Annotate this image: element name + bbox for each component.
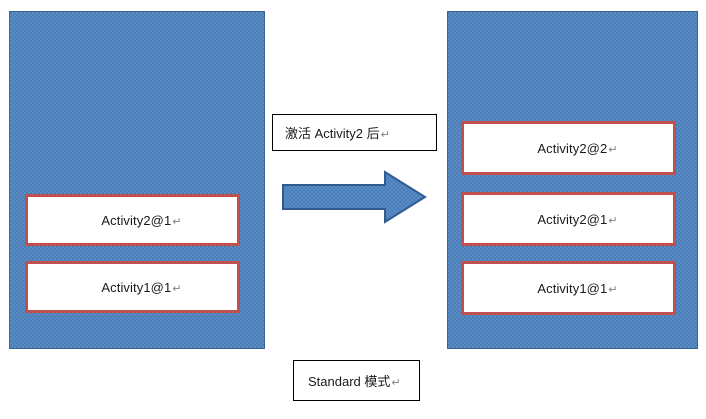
activity-label: Activity2@1↵	[537, 211, 618, 227]
caption-activate-activity2: 激活 Activity2 后↵	[272, 114, 437, 151]
activity-label: Activity1@1↵	[101, 279, 182, 295]
caption-mode-label: Standard 模式↵	[308, 374, 401, 389]
pilcrow-icon: ↵	[380, 129, 390, 141]
caption-standard-mode: Standard 模式↵	[293, 360, 420, 401]
right-arrow-icon	[282, 170, 427, 224]
pilcrow-icon: ↵	[172, 282, 182, 295]
pilcrow-icon: ↵	[172, 215, 182, 228]
activity-record-box: Activity1@1↵	[461, 261, 676, 315]
activity-record-box: Activity2@1↵	[25, 194, 240, 246]
pilcrow-icon: ↵	[608, 283, 618, 296]
activity-record-box: Activity2@2↵	[461, 121, 676, 175]
activity-label: Activity1@1↵	[537, 280, 618, 296]
activity-record-box: Activity1@1↵	[25, 261, 240, 313]
activity-label: Activity2@1↵	[101, 212, 182, 228]
pilcrow-icon: ↵	[608, 214, 618, 227]
caption-activate-label: 激活 Activity2 后↵	[285, 126, 390, 141]
activity-record-box: Activity2@1↵	[461, 192, 676, 246]
activity-label: Activity2@2↵	[537, 140, 618, 156]
pilcrow-icon: ↵	[391, 377, 401, 389]
pilcrow-icon: ↵	[608, 143, 618, 156]
